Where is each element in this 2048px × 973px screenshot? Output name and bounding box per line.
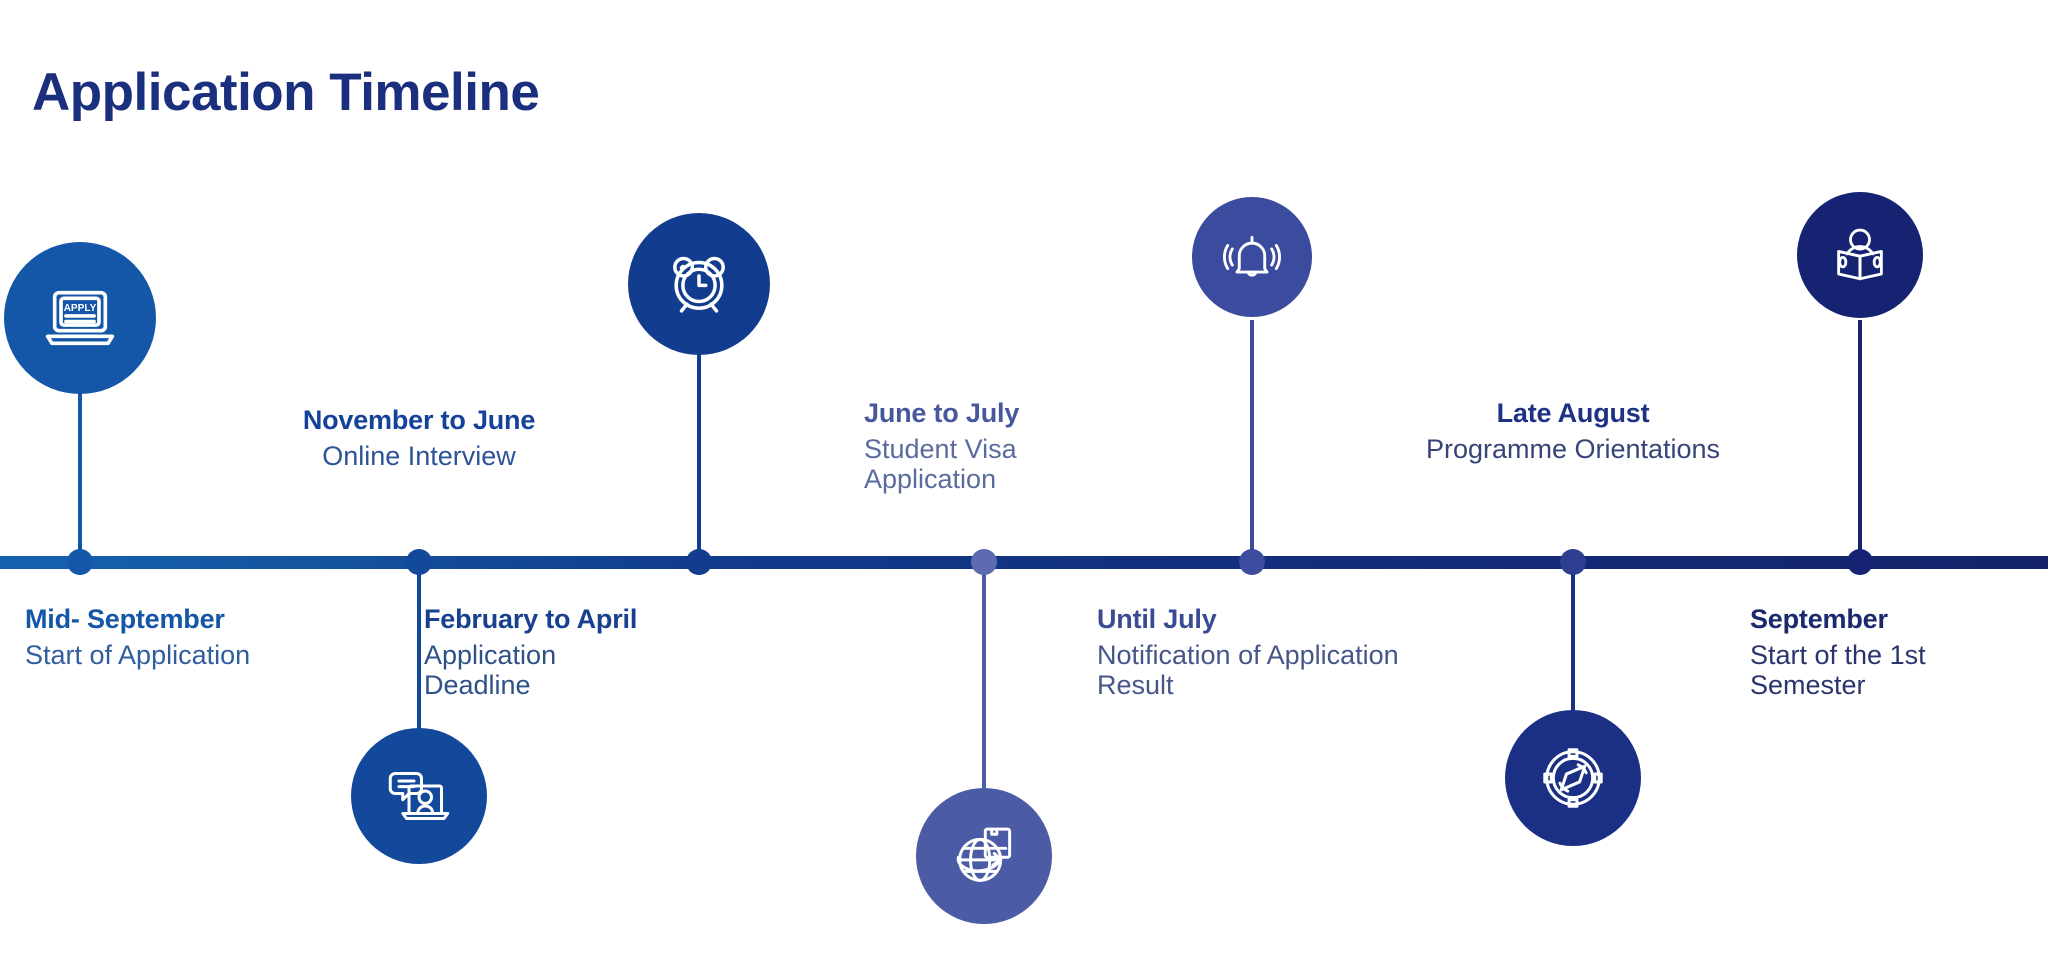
milestone-period: June to July xyxy=(864,398,1020,428)
timeline-node-dot[interactable] xyxy=(1847,549,1873,575)
laptop-apply-icon[interactable]: APPLY xyxy=(4,242,156,394)
milestone-description: Student Visa Application xyxy=(864,434,1017,495)
connector-stem xyxy=(1571,565,1575,715)
milestone-period: Late August xyxy=(1496,398,1650,428)
page-title: Application Timeline xyxy=(32,63,540,122)
milestone-description: Programme Orientations xyxy=(1425,434,1721,465)
timeline-node-dot[interactable] xyxy=(67,549,93,575)
timeline-axis xyxy=(0,556,2048,569)
milestone-label: November to June Online Interview xyxy=(209,405,629,471)
milestone-period: September xyxy=(1750,604,1888,634)
timeline-node-dot[interactable] xyxy=(686,549,712,575)
milestone-period: Mid- September xyxy=(25,604,225,634)
connector-stem xyxy=(1250,320,1254,555)
milestone-description: Start of the 1st Semester xyxy=(1750,640,1926,701)
bell-notification-icon[interactable] xyxy=(1192,197,1312,317)
milestone-description: Notification of Application Result xyxy=(1097,640,1399,701)
timeline-node-dot[interactable] xyxy=(1239,549,1265,575)
milestone-period: February to April xyxy=(424,604,638,634)
milestone-label: September Start of the 1st Semester xyxy=(1750,604,2048,701)
connector-stem xyxy=(78,370,82,555)
milestone-description: Online Interview xyxy=(322,441,516,472)
milestone-label: February to April Application Deadline xyxy=(424,604,804,701)
milestone-label: Until July Notification of Application R… xyxy=(1097,604,1517,701)
compass-icon[interactable] xyxy=(1505,710,1641,846)
connector-stem xyxy=(982,565,986,795)
globe-visa-icon[interactable] xyxy=(916,788,1052,924)
person-reading-icon[interactable] xyxy=(1797,192,1923,318)
timeline-node-dot[interactable] xyxy=(1560,549,1586,575)
connector-stem xyxy=(1858,320,1862,555)
milestone-label: Mid- September Start of Application xyxy=(25,604,365,670)
milestone-label: Late August Programme Orientations xyxy=(1383,398,1763,464)
milestone-period: Until July xyxy=(1097,604,1217,634)
connector-stem xyxy=(417,565,421,735)
milestone-description: Start of Application xyxy=(25,640,251,671)
milestone-description: Application Deadline xyxy=(424,640,557,701)
milestone-period: November to June xyxy=(302,405,536,435)
video-interview-icon[interactable] xyxy=(351,728,487,864)
connector-stem xyxy=(697,333,701,555)
timeline-node-dot[interactable] xyxy=(406,549,432,575)
alarm-clock-icon[interactable] xyxy=(628,213,770,355)
svg-text:APPLY: APPLY xyxy=(64,303,97,314)
milestone-label: June to July Student Visa Application xyxy=(864,398,1224,495)
timeline-node-dot[interactable] xyxy=(971,549,997,575)
